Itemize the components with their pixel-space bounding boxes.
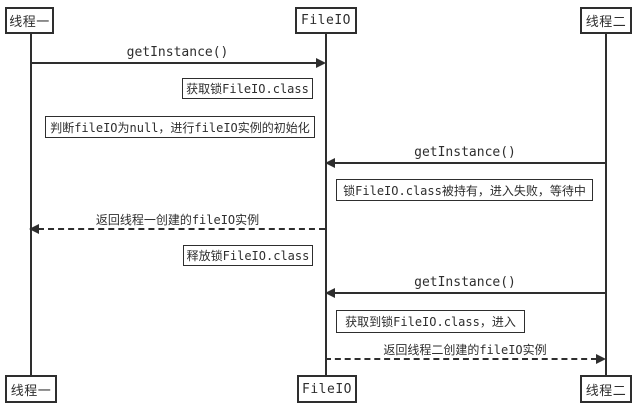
note-null-check-init: 判断fileIO为null，进行fileIO实例的初始化 xyxy=(45,116,315,138)
arrowhead-left-icon xyxy=(325,288,335,298)
lifeline-thread1 xyxy=(30,33,32,375)
actor-thread2-top: 线程二 xyxy=(580,7,632,34)
actor-thread2-bottom: 线程二 xyxy=(580,375,632,403)
actor-fileio-bottom: FileIO xyxy=(297,375,357,403)
actor-fileio-top: FileIO xyxy=(295,7,357,34)
message-label-getinstance-3: getInstance() xyxy=(414,275,516,290)
message-label-return-thread2: 返回线程二创建的fileIO实例 xyxy=(383,343,547,357)
message-line-getinstance-2 xyxy=(333,162,605,164)
lifeline-fileio xyxy=(325,33,327,375)
arrowhead-left-icon xyxy=(325,158,335,168)
arrowhead-left-icon xyxy=(29,224,39,234)
lifeline-thread2 xyxy=(605,33,607,375)
message-label-return-thread1: 返回线程一创建的fileIO实例 xyxy=(95,213,260,227)
arrowhead-right-icon xyxy=(596,354,606,364)
message-line-getinstance-3 xyxy=(333,292,605,294)
message-line-getinstance-1 xyxy=(30,62,317,64)
note-lock-held-waiting: 锁FileIO.class被持有，进入失败，等待中 xyxy=(336,179,593,201)
message-line-return-thread2 xyxy=(325,358,597,360)
note-acquire-lock: 获取锁FileIO.class xyxy=(182,78,313,99)
message-label-getinstance-2: getInstance() xyxy=(414,145,516,160)
actor-thread1-top: 线程一 xyxy=(5,7,54,34)
message-label-getinstance-1: getInstance() xyxy=(126,45,229,60)
actor-thread1-bottom: 线程一 xyxy=(5,375,57,403)
message-line-return-thread1 xyxy=(38,228,325,230)
note-acquired-lock-enter: 获取到锁FileIO.class，进入 xyxy=(336,310,525,333)
arrowhead-right-icon xyxy=(316,58,326,68)
note-release-lock: 释放锁FileIO.class xyxy=(183,245,313,266)
